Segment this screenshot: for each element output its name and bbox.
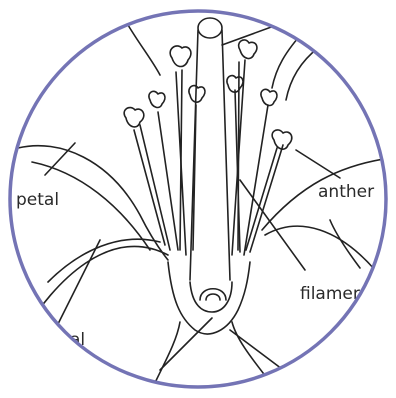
ovule-inner: [206, 294, 220, 300]
leader-sepal: [55, 240, 100, 330]
anther-5: [239, 40, 257, 59]
upper-right-petal-curl: [272, 30, 305, 88]
anther-3: [124, 108, 144, 127]
filament-4: [140, 125, 170, 250]
right-petal-curl: [330, 220, 360, 268]
label-petal: petal: [16, 190, 59, 210]
leader-anther: [296, 150, 340, 178]
upper-left-petal-curl: [128, 25, 160, 75]
anther-4: [149, 91, 165, 107]
anther-1: [170, 46, 191, 67]
left-sepal-tip: [48, 239, 160, 282]
pedicel-right: [232, 322, 282, 398]
left-sepal: [22, 247, 168, 335]
label-anther: anther: [318, 182, 374, 202]
filament-5: [134, 130, 165, 245]
filament-12: [246, 148, 277, 250]
right-petal-edge: [286, 48, 318, 100]
anther-7: [261, 89, 277, 105]
leader-filament: [240, 180, 305, 270]
style-left: [190, 30, 198, 280]
stigma: [198, 18, 222, 38]
filament-11: [250, 145, 283, 252]
label-filament: filamer: [300, 284, 360, 304]
style-right: [222, 30, 230, 280]
right-petal-lower: [265, 226, 375, 270]
leader-ovule: [160, 318, 212, 370]
